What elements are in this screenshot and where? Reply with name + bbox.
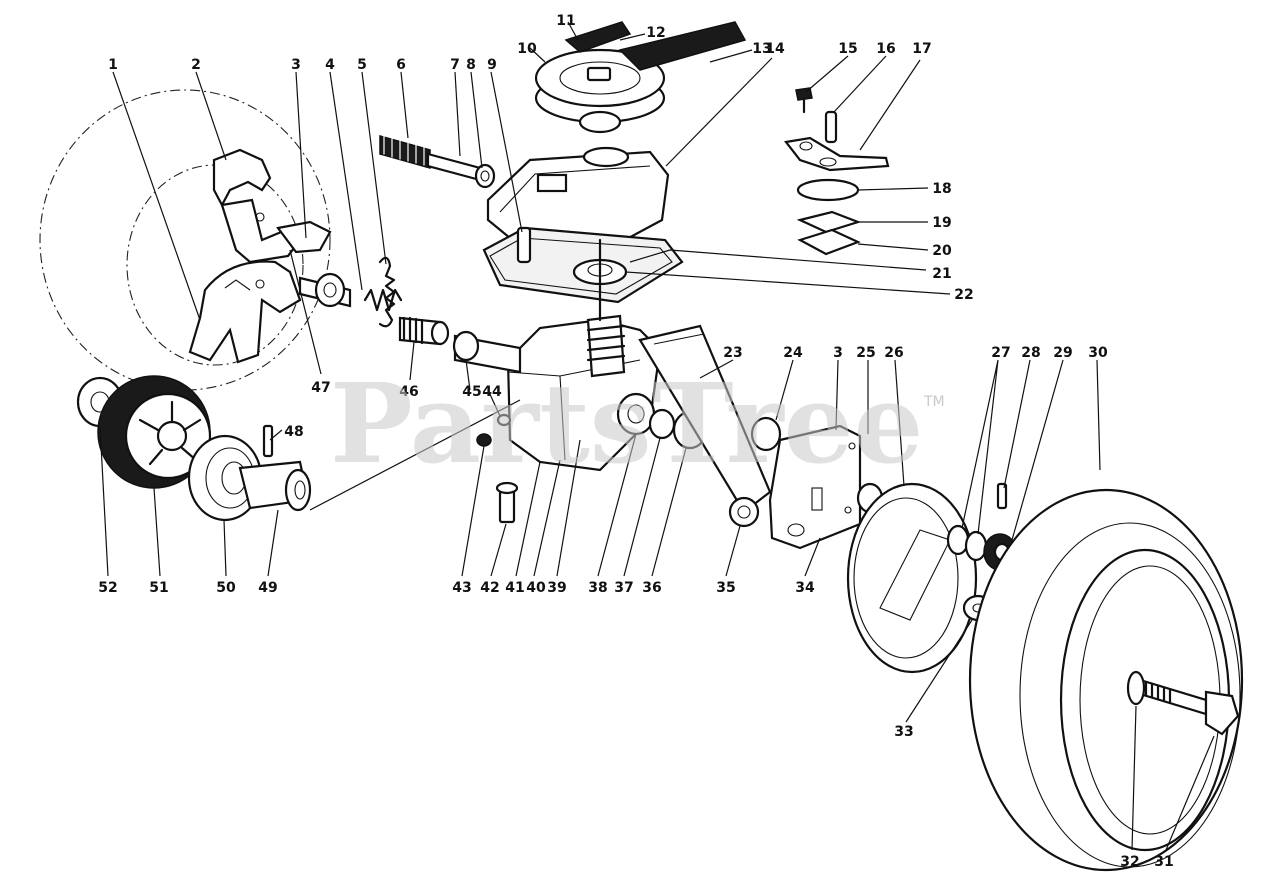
bushing-part-38 bbox=[616, 392, 656, 436]
callout-7: 7 bbox=[450, 57, 460, 73]
callout-36: 36 bbox=[642, 580, 661, 596]
callout-24: 24 bbox=[783, 345, 803, 361]
watermark-trademark: TM bbox=[923, 394, 945, 410]
callout-6: 6 bbox=[396, 57, 406, 73]
plate-part-20 bbox=[797, 228, 861, 256]
screw-part-15 bbox=[795, 87, 813, 114]
callout-27: 27 bbox=[991, 345, 1010, 361]
pin-part-48 bbox=[262, 424, 274, 458]
bushing-part-35 bbox=[728, 496, 760, 528]
spring-part-4 bbox=[363, 288, 403, 312]
callout-4: 4 bbox=[325, 57, 335, 73]
callout-45: 45 bbox=[462, 384, 481, 400]
callout-26: 26 bbox=[884, 345, 903, 361]
callout-17: 17 bbox=[912, 41, 931, 57]
callout-46: 46 bbox=[399, 384, 418, 400]
washer-part-27a bbox=[946, 524, 970, 556]
callout-8: 8 bbox=[466, 57, 476, 73]
callout-52: 52 bbox=[98, 580, 117, 596]
callout-14: 14 bbox=[765, 41, 785, 57]
bracket-part-3-right bbox=[768, 424, 862, 550]
callout-20: 20 bbox=[932, 243, 952, 259]
callout-38: 38 bbox=[588, 580, 607, 596]
callout-2: 2 bbox=[191, 57, 201, 73]
callout-51: 51 bbox=[149, 580, 168, 596]
callout-18: 18 bbox=[932, 181, 951, 197]
shift-bracket-part-2 bbox=[212, 148, 332, 264]
callout-42: 42 bbox=[480, 580, 499, 596]
bearing-part-8 bbox=[474, 163, 496, 189]
leader-lines bbox=[99, 21, 1215, 851]
callout-11: 11 bbox=[556, 13, 575, 29]
bevel-gear-part-51 bbox=[97, 375, 212, 489]
washer-part-44 bbox=[496, 413, 512, 427]
callout-30: 30 bbox=[1088, 345, 1108, 361]
clutch-collar-part-46 bbox=[398, 316, 450, 346]
callout-39: 39 bbox=[547, 580, 566, 596]
callout-37: 37 bbox=[614, 580, 633, 596]
callout-28: 28 bbox=[1021, 345, 1040, 361]
callout-15: 15 bbox=[838, 41, 857, 57]
worm-gear-part-39 bbox=[586, 238, 626, 378]
callout-1: 1 bbox=[108, 57, 118, 73]
callout-40: 40 bbox=[526, 580, 546, 596]
washer-part-27b bbox=[964, 530, 988, 562]
callout-3-right: 3 bbox=[833, 345, 843, 361]
callout-3-left: 3 bbox=[291, 57, 301, 73]
callout-labels: 1 2 3 4 5 6 7 8 9 10 11 12 13 14 15 16 1… bbox=[98, 13, 1173, 870]
shift-shaft-part-47 bbox=[298, 272, 352, 308]
callout-32: 32 bbox=[1120, 854, 1139, 870]
callout-41: 41 bbox=[505, 580, 524, 596]
callout-35: 35 bbox=[716, 580, 735, 596]
plate-part-19 bbox=[796, 210, 862, 234]
pulley-nut-part-11 bbox=[586, 66, 612, 82]
callout-49: 49 bbox=[258, 580, 277, 596]
callout-16: 16 bbox=[876, 41, 895, 57]
callout-29: 29 bbox=[1053, 345, 1072, 361]
washer-part-32 bbox=[1126, 670, 1146, 706]
callout-22: 22 bbox=[954, 287, 973, 303]
dowel-part-9 bbox=[516, 226, 532, 264]
callout-21: 21 bbox=[932, 266, 951, 282]
worm-spring-part-6 bbox=[379, 135, 431, 169]
belt-part-13 bbox=[564, 21, 747, 71]
pin-part-16 bbox=[824, 110, 838, 144]
pin-part-28 bbox=[996, 482, 1008, 510]
callout-23: 23 bbox=[723, 345, 742, 361]
spring-part-5 bbox=[378, 256, 396, 328]
watermark-text: PartsTree bbox=[330, 359, 924, 488]
callout-19: 19 bbox=[932, 215, 951, 231]
bolt-part-42 bbox=[495, 481, 519, 524]
callout-12: 12 bbox=[646, 25, 665, 41]
bushing-part-24 bbox=[750, 416, 782, 452]
callout-44: 44 bbox=[482, 384, 502, 400]
callout-9: 9 bbox=[487, 57, 497, 73]
shift-fork-part-1 bbox=[188, 260, 302, 364]
callout-48: 48 bbox=[284, 424, 303, 440]
plate-part-17 bbox=[783, 136, 890, 172]
washer-part-18 bbox=[796, 178, 860, 202]
callout-33: 33 bbox=[894, 724, 913, 740]
callout-50: 50 bbox=[216, 580, 236, 596]
callout-13: 13 bbox=[752, 41, 771, 57]
callout-25: 25 bbox=[856, 345, 875, 361]
callout-34: 34 bbox=[795, 580, 815, 596]
partstree-watermark: PartsTree TM bbox=[330, 359, 945, 488]
shaft-part-45 bbox=[452, 330, 522, 374]
callout-43: 43 bbox=[452, 580, 471, 596]
right-wheel-part-30 bbox=[968, 488, 1244, 872]
gear-cover-part-14 bbox=[486, 146, 670, 250]
callout-5: 5 bbox=[357, 57, 367, 73]
arm-part-23 bbox=[638, 324, 772, 514]
callout-10: 10 bbox=[517, 41, 537, 57]
shaft-part-7 bbox=[426, 152, 482, 182]
clutch-hub-part-49 bbox=[238, 460, 312, 512]
callout-47: 47 bbox=[311, 380, 330, 396]
callout-31: 31 bbox=[1154, 854, 1173, 870]
